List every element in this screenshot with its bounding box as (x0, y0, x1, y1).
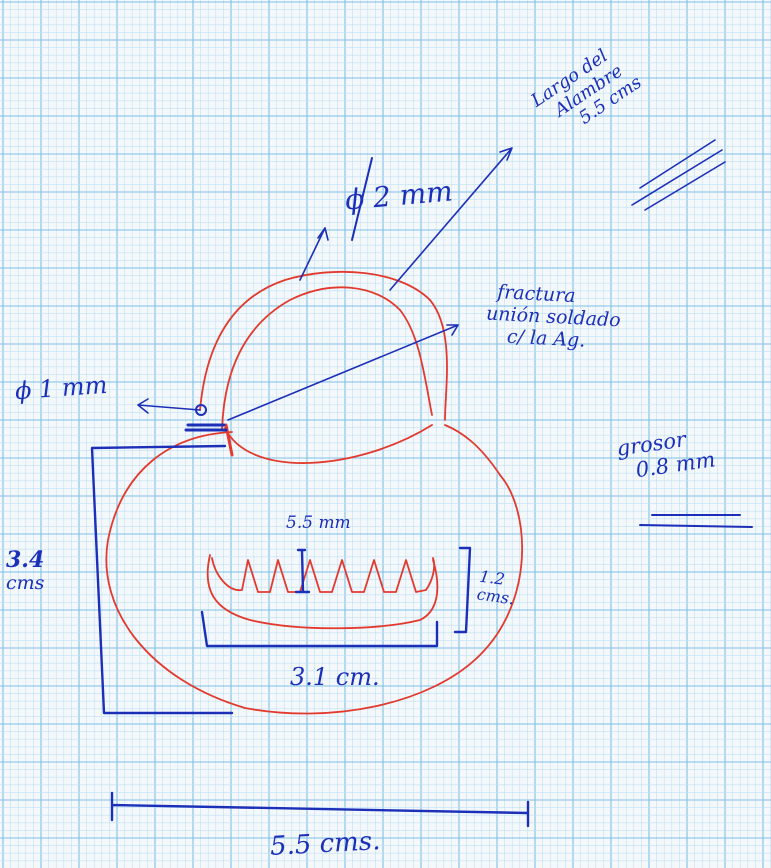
tray-height-label: 1.2 cms. (476, 567, 518, 610)
joint-pointer (227, 324, 459, 421)
tray-outline (206, 554, 439, 630)
height-bracket (90, 444, 234, 715)
wire-length-underlines (631, 139, 726, 211)
teeth-height-bracket (294, 548, 311, 594)
height-value: 3.4 (6, 547, 45, 573)
total-width-label: 5.5 cms. (269, 826, 382, 862)
total-width-scale (110, 791, 530, 828)
joint-marker (195, 404, 207, 416)
thickness-underline (639, 514, 753, 528)
tooth-row (211, 557, 436, 593)
inner-wire-loop (221, 286, 433, 431)
joint-note: fractura unión soldado c/ la Ag. (484, 281, 622, 354)
height-label: 3.4 cms (6, 547, 45, 595)
diameter-pointer (299, 227, 329, 281)
small-diameter-arrow (137, 398, 201, 414)
tray-width-bracket (200, 610, 439, 648)
clasp-inner-curve (224, 424, 433, 464)
tray-width-label: 3.1 cm. (290, 663, 380, 691)
tray-height-bracket (453, 546, 472, 634)
wire-length-arrow (389, 147, 513, 291)
weld-joint-block (184, 423, 228, 432)
outer-wire-loop (199, 270, 448, 421)
height-unit: cms (6, 572, 45, 595)
diameter-slash (351, 157, 373, 241)
teeth-height-label: 5.5 mm (286, 513, 351, 533)
denture-base-outline (105, 424, 524, 715)
